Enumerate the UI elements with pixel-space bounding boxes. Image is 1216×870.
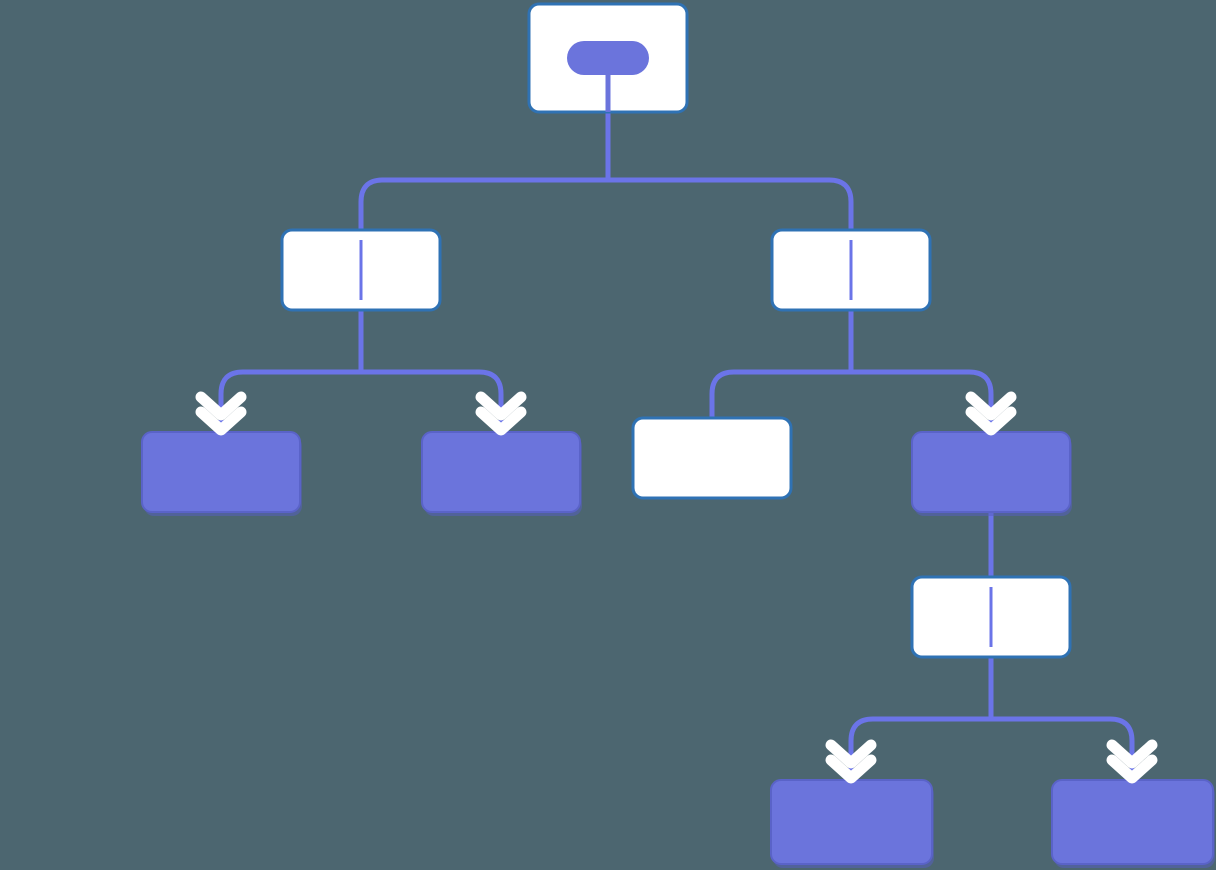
node-body[interactable] bbox=[631, 416, 793, 500]
node-pill-badge[interactable] bbox=[567, 41, 649, 75]
edge-level3-to-leaf-one bbox=[848, 716, 991, 782]
node-body[interactable] bbox=[421, 431, 581, 513]
edges-layer bbox=[218, 58, 1135, 782]
level4-leaf-one[interactable] bbox=[770, 779, 934, 868]
edge-level3-to-leaf-two bbox=[991, 716, 1135, 782]
level2-white-leaf[interactable] bbox=[631, 416, 793, 500]
nodes-layer bbox=[141, 2, 1215, 868]
edge-level1-right-to-white-leaf bbox=[709, 369, 851, 418]
arrow-marker-branch bbox=[965, 391, 1017, 436]
arrow-marker-leaf-two bbox=[475, 391, 527, 436]
edge-root-to-level1-left bbox=[358, 177, 608, 232]
node-body[interactable] bbox=[141, 431, 301, 513]
inner-lines-layer bbox=[359, 75, 993, 647]
level2-leaf-one[interactable] bbox=[141, 431, 302, 516]
arrow-markers-layer bbox=[195, 391, 1158, 784]
node-body[interactable] bbox=[770, 779, 933, 865]
edge-level1-left-to-leaf-two bbox=[361, 369, 504, 434]
edge-root-to-level1-right bbox=[608, 177, 854, 232]
level2-leaf-two[interactable] bbox=[421, 431, 582, 516]
edge-level1-right-to-branch bbox=[851, 369, 994, 434]
level2-branch-node[interactable] bbox=[911, 431, 1072, 516]
arrow-marker-level4-two bbox=[1106, 739, 1158, 784]
node-body[interactable] bbox=[911, 431, 1071, 513]
arrow-marker-leaf-one bbox=[195, 391, 247, 436]
node-body[interactable] bbox=[1051, 779, 1214, 865]
edge-level1-left-to-leaf-one bbox=[218, 369, 361, 434]
root-node[interactable] bbox=[527, 2, 689, 114]
level4-leaf-two[interactable] bbox=[1051, 779, 1215, 868]
arrow-marker-level4-one bbox=[825, 739, 877, 784]
